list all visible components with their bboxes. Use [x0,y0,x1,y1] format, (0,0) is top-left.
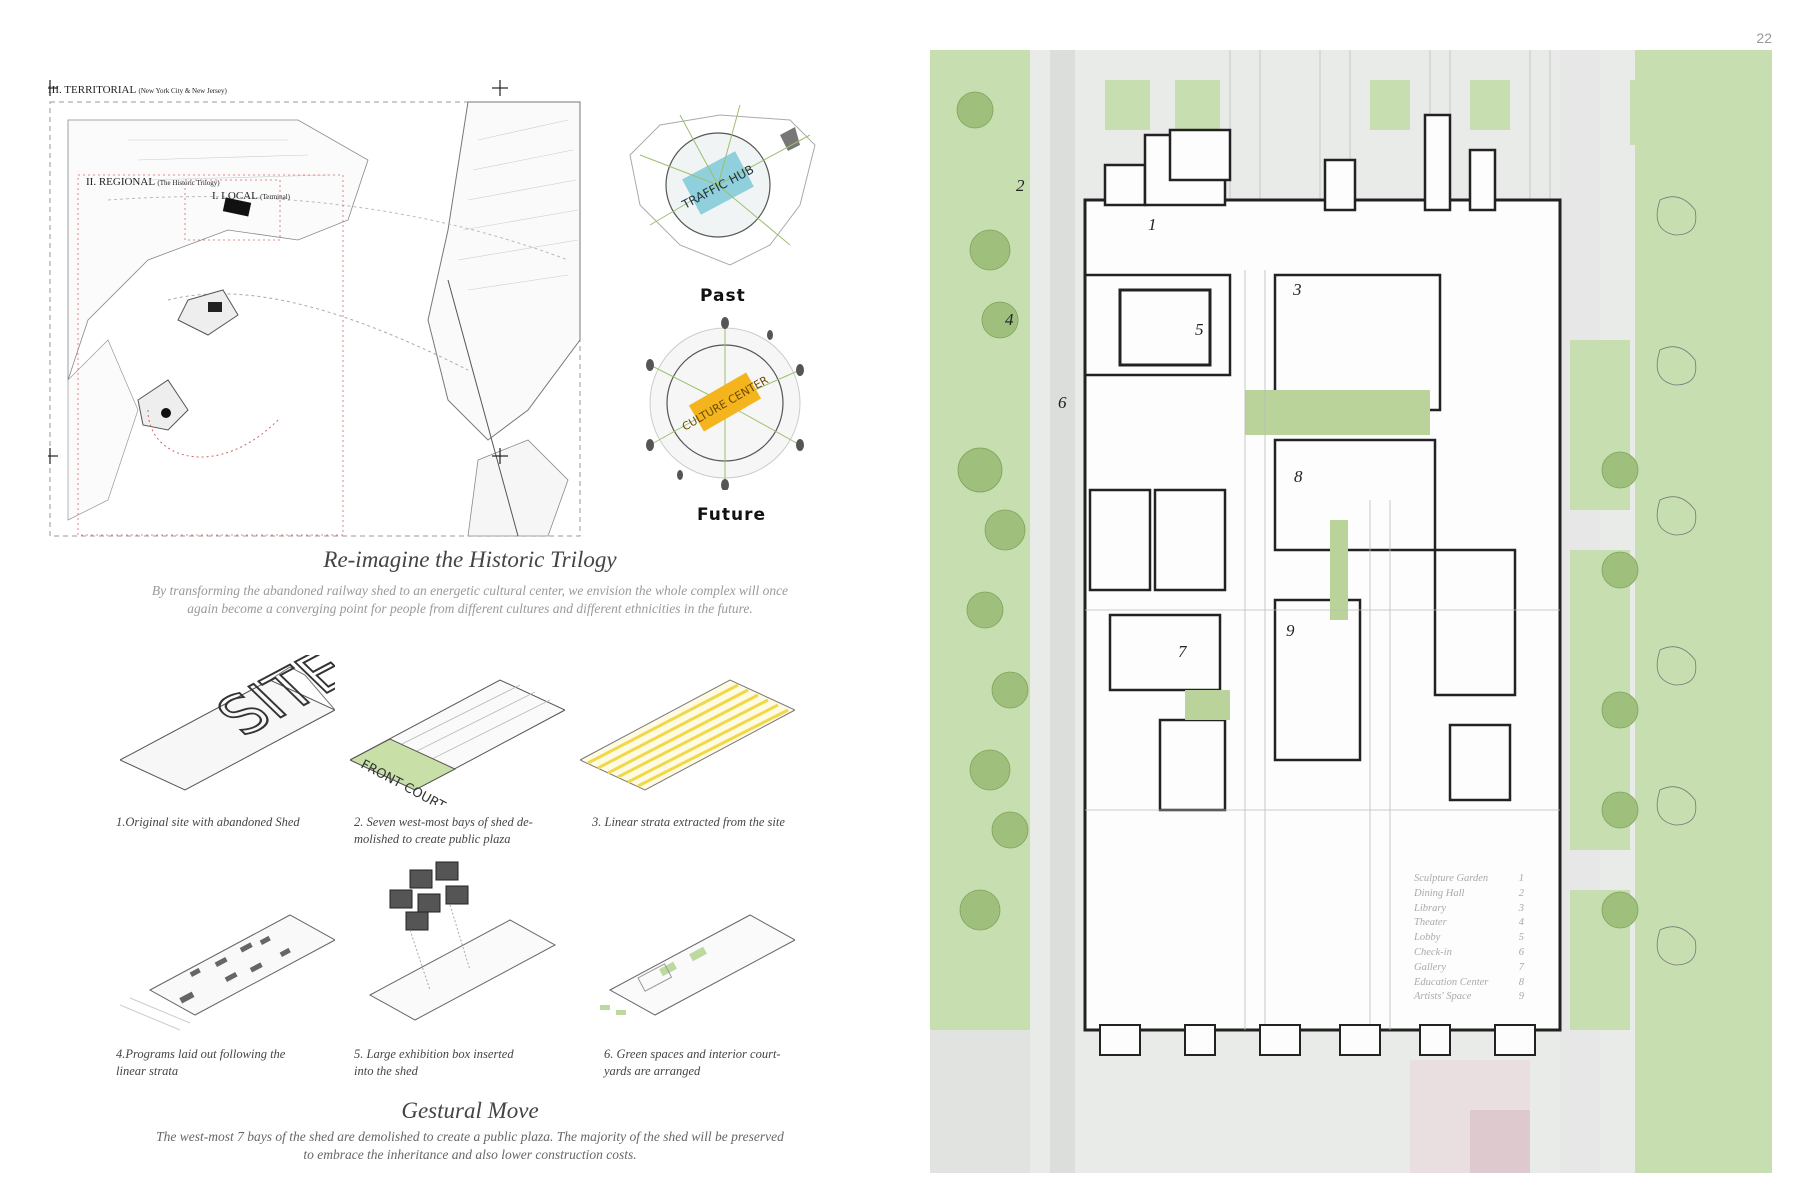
plan-number-8: 8 [1294,467,1303,486]
step-1-caption-line1: 1.Original site with abandoned Shed [116,815,300,829]
legend-num: 5 [1518,932,1524,944]
plan-number-7: 7 [1178,642,1187,661]
site-map-drawing [42,80,581,537]
legend-row: Sculpture Garden 1 [1414,872,1524,887]
gesture-description: The west-most 7 bays of the shed are dem… [110,1128,830,1164]
legend-row: Theater 4 [1414,916,1524,931]
plan-number-5: 5 [1195,320,1204,339]
step-6-caption: 6. Green spaces and interior court- yard… [604,1046,824,1080]
legend-row: Lobby 5 [1414,931,1524,946]
regional-label: II. REGIONAL (The Historic Trilogy) [86,176,220,188]
legend-name: Sculpture Garden [1414,873,1489,884]
step-4-caption-line2: linear strata [116,1064,179,1078]
step-5-caption: 5. Large exhibition box inserted into th… [354,1046,574,1080]
legend-name: Artists' Space [1414,991,1472,1003]
gesture-description-line1: The west-most 7 bays of the shed are dem… [156,1129,784,1144]
legend-row: Artists' Space 9 [1414,990,1524,1005]
future-globe: CULTURE CENTER [640,315,810,491]
step-2-caption-line2: molished to create public plaza [354,832,511,846]
step-4-caption-line1: 4.Programs laid out following the [116,1047,286,1061]
plan-number-2: 2 [1016,176,1025,195]
step-5-caption-line2: into the shed [354,1064,418,1078]
territorial-subtitle: (New York City & New Jersey) [138,87,227,95]
local-title: I. LOCAL [212,190,258,202]
legend-num: 3 [1518,902,1524,914]
plan-number-4: 4 [1005,310,1014,329]
regional-title: II. REGIONAL [86,176,155,188]
plan-number-6: 6 [1058,393,1067,412]
legend-name: Lobby [1414,932,1441,944]
step-3-caption-line1: 3. Linear strata extracted from the site [592,815,785,829]
past-label: Past [700,286,746,306]
plan-number-9: 9 [1286,621,1295,640]
step-1-diagram: SITE [118,639,366,805]
legend-name: Gallery [1414,961,1447,973]
local-label: I. LOCAL (Terminal) [212,190,290,202]
territorial-title: III. TERRITORIAL [48,84,136,96]
legend-num: 4 [1518,917,1524,929]
local-subtitle: (Terminal) [260,193,291,201]
site-map [42,80,588,540]
legend-num: 2 [1518,887,1524,899]
intro-title: Re-imagine the Historic Trilogy [323,547,617,572]
legend-name: Check-in [1414,946,1452,958]
step-2-diagram: FRONT COURT [348,655,567,814]
step-4-caption: 4.Programs laid out following the linear… [116,1046,336,1080]
past-globe: TRAFFIC HUB [620,95,820,275]
legend-name: Library [1414,902,1447,914]
step-3-caption: 3. Linear strata extracted from the site [592,814,812,831]
legend-name: Dining Hall [1414,887,1465,899]
step-6-caption-line2: yards are arranged [604,1064,701,1078]
intro-description-line1: By transforming the abandoned railway sh… [151,583,789,598]
step-5-caption-line1: 5. Large exhibition box inserted [354,1047,514,1061]
regional-subtitle: (The Historic Trilogy) [157,179,220,187]
territorial-label: III. TERRITORIAL (New York City & New Je… [48,84,227,96]
legend-row: Dining Hall 2 [1414,887,1524,902]
plan-number-1: 1 [1148,215,1157,234]
page-number: 22 [1756,30,1772,46]
step-6-caption-line1: 6. Green spaces and interior court- [604,1047,781,1061]
future-label: Future [697,505,767,525]
legend-name: Education Center [1414,976,1489,988]
step-2-caption-line1: 2. Seven west-most bays of shed de- [354,815,533,829]
step-6-diagram [580,890,797,1040]
step-3-diagram [578,655,797,805]
legend-row: Library 3 [1414,902,1524,917]
legend-row: Check-in 6 [1414,946,1524,961]
plan-number-3: 3 [1293,280,1302,299]
intro-description: By transforming the abandoned railway sh… [130,582,810,618]
legend-num: 8 [1518,976,1524,988]
legend-num: 6 [1518,946,1524,958]
floor-plan-drawing [930,50,1772,1173]
intro-description-line2: again become a converging point for peop… [187,601,753,616]
legend-row: Gallery 7 [1414,961,1524,976]
step-5-diagram [350,850,565,1040]
legend-num: 7 [1518,961,1524,973]
step-4-diagram [119,890,337,1040]
legend-num: 1 [1518,873,1524,884]
legend-num: 9 [1518,991,1524,1003]
gesture-title: Gestural Move [401,1098,539,1123]
step-2-caption: 2. Seven west-most bays of shed de- moli… [354,814,574,848]
gesture-description-line2: to embrace the inheritance and also lowe… [303,1147,637,1162]
floor-plan [930,50,1772,1173]
legend-row: Education Center 8 [1414,976,1524,991]
step-1-caption: 1.Original site with abandoned Shed [116,814,336,831]
legend-name: Theater [1414,917,1447,929]
